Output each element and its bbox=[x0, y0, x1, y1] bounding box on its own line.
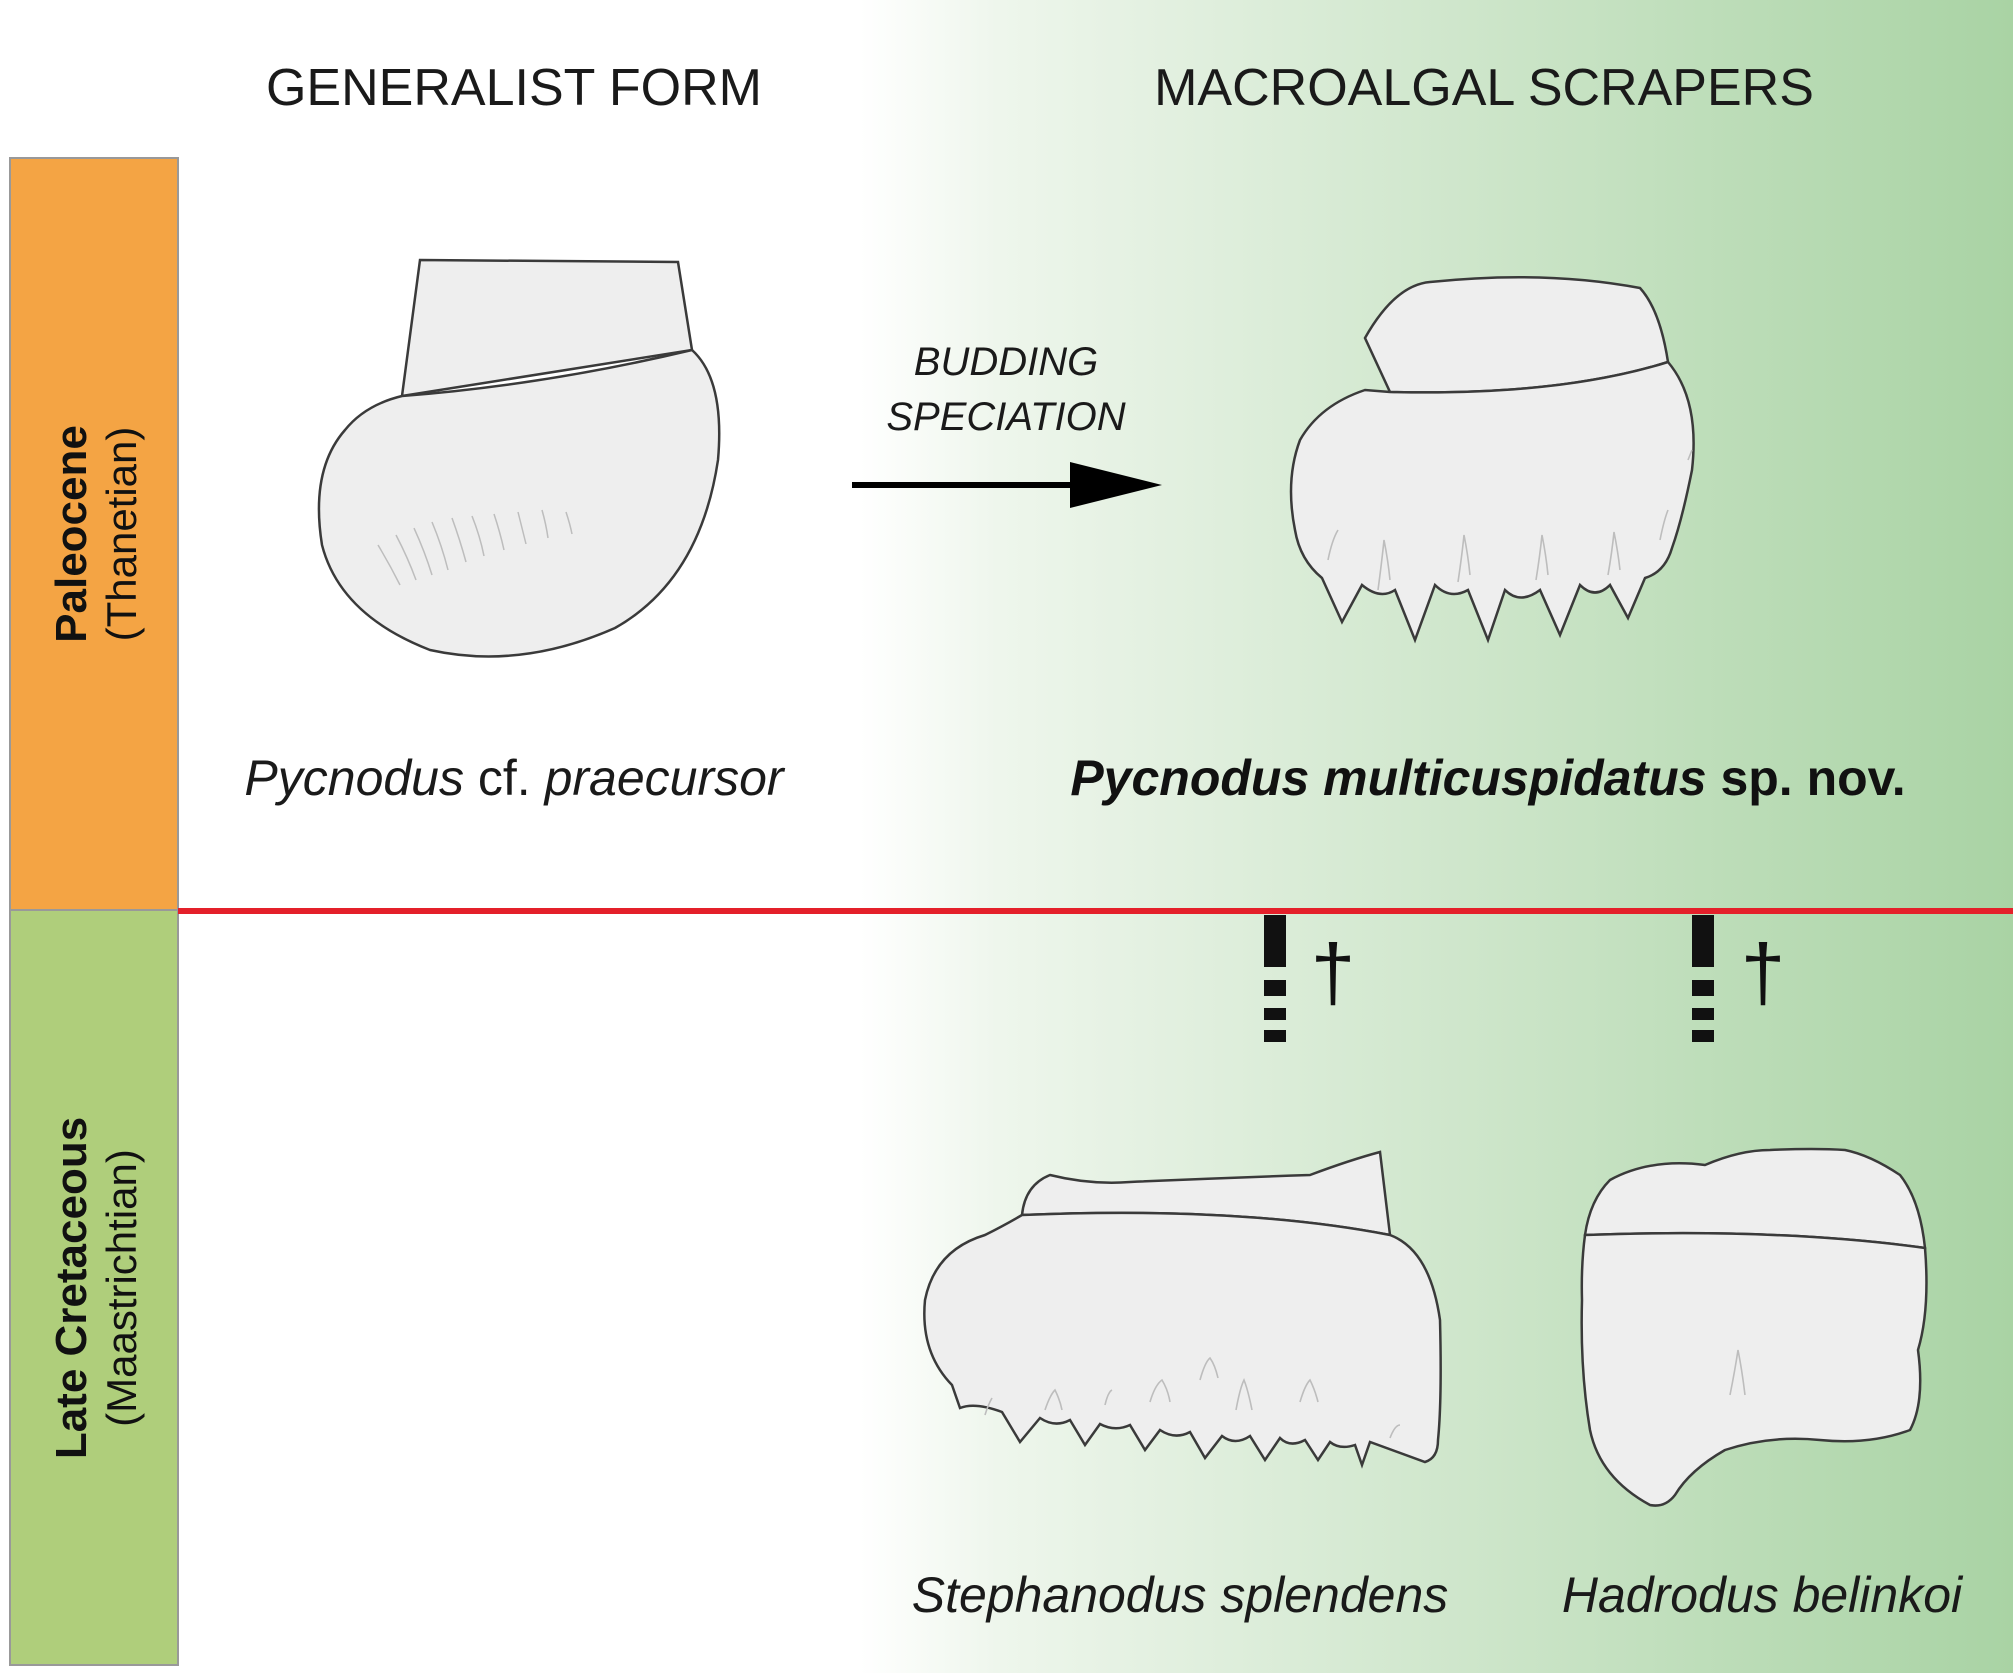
label-pycnodus-praecursor: Pycnodus cf. praecursor bbox=[244, 750, 786, 806]
label-pycnodus-multicuspidatus: Pycnodus multicuspidatus sp. nov. bbox=[1070, 750, 1905, 806]
striations bbox=[377, 509, 573, 586]
range-dash-2 bbox=[1264, 1008, 1286, 1020]
tooth-pycnodus-praecursor bbox=[317, 258, 721, 658]
range-dash-1 bbox=[1692, 980, 1714, 996]
period-name-paleocene: Paleocene bbox=[47, 425, 96, 643]
speciation-arrow bbox=[852, 462, 1162, 508]
arrow-head bbox=[1070, 462, 1162, 508]
header-macroalgal-scrapers: MACROALGAL SCRAPERS bbox=[1154, 59, 1814, 117]
range-dash-2 bbox=[1692, 1008, 1714, 1020]
root-shape bbox=[1289, 360, 1695, 644]
cusp-grooves bbox=[1327, 449, 1693, 591]
range-solid bbox=[1264, 915, 1286, 967]
period-bar-paleocene bbox=[9, 157, 179, 911]
sp-nov: sp. nov. bbox=[1707, 750, 1906, 806]
header-generalist-form: GENERALIST FORM bbox=[266, 59, 762, 117]
label-stephanodus-splendens: Stephanodus splendens bbox=[912, 1567, 1449, 1623]
arrow-label-speciation: SPECIATION bbox=[886, 395, 1125, 439]
cf-abbrev: cf. bbox=[464, 750, 545, 806]
root-shape bbox=[317, 348, 721, 658]
tooth-stephanodus-splendens bbox=[923, 1150, 1442, 1469]
root-shape bbox=[923, 1211, 1442, 1469]
period-stage-maastrichtian: (Maastrichtian) bbox=[98, 1149, 145, 1427]
period-stage-thanetian: (Thanetian) bbox=[98, 427, 145, 642]
period-bar-late-cretaceous bbox=[9, 909, 179, 1666]
binomial-multicuspidatus: Pycnodus multicuspidatus bbox=[1070, 750, 1706, 806]
range-solid bbox=[1692, 915, 1714, 967]
range-bar-hadrodus: † bbox=[1692, 915, 1785, 1042]
extinction-dagger-stephanodus: † bbox=[1311, 928, 1356, 1017]
range-dash-3 bbox=[1264, 1030, 1286, 1042]
range-dash-3 bbox=[1692, 1030, 1714, 1042]
tooth-pycnodus-multicuspidatus bbox=[1289, 275, 1695, 644]
epithet-praecursor: praecursor bbox=[543, 750, 786, 806]
cusp-grooves bbox=[1729, 1349, 1746, 1396]
period-name-late-cretaceous: Late Cretaceous bbox=[47, 1117, 96, 1459]
tooth-hadrodus-belinkoi bbox=[1580, 1147, 1928, 1507]
range-bar-stephanodus: † bbox=[1264, 915, 1355, 1042]
cusp-grooves bbox=[984, 1356, 1401, 1439]
genus-pycnodus: Pycnodus bbox=[244, 750, 464, 806]
period-label-paleocene: Paleocene (Thanetian) bbox=[47, 425, 145, 643]
period-label-late-cretaceous: Late Cretaceous (Maastrichtian) bbox=[47, 1117, 145, 1459]
root-shape bbox=[1580, 1231, 1928, 1507]
extinction-dagger-hadrodus: † bbox=[1741, 928, 1786, 1017]
range-dash-1 bbox=[1264, 980, 1286, 996]
label-hadrodus-belinkoi: Hadrodus belinkoi bbox=[1562, 1567, 1964, 1623]
arrow-label-budding: BUDDING bbox=[914, 340, 1098, 384]
